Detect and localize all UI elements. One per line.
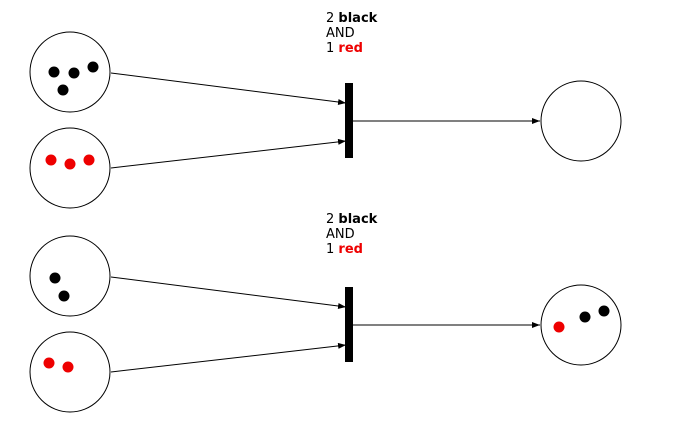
red-token [43,357,55,369]
net-1-arc-black-to-transition [110,72,347,105]
rule-count: 1 [326,242,335,257]
black-token [598,305,610,317]
rule-color-black: black [338,11,378,26]
net-2-input-place-black [29,235,111,317]
rule-color-black: black [338,212,378,227]
rule-count: 2 [326,11,335,26]
black-token [68,67,80,79]
rule-line-2: AND [326,26,355,41]
rule-count: 2 [326,212,335,227]
net-2-output-place [540,284,622,366]
rule-line-2: AND [326,227,355,242]
net-2 [29,235,622,413]
net-1-transition-bar [345,83,353,158]
rule-count: 1 [326,41,335,56]
net-2-arc-red-to-transition [110,342,347,373]
net-1-output-place [540,80,622,162]
rule-line-1: 2 black [326,11,377,26]
net-1 [29,31,622,209]
red-token [62,361,74,373]
black-token [87,61,99,73]
net-2-transition-bar [345,287,353,362]
red-token [83,154,95,166]
net-2-transition-rule: 2 black AND 1 red [326,212,377,257]
rule-line-1: 2 black [326,212,377,227]
net-1-arc-red-to-transition [110,138,347,169]
rule-color-red: red [338,41,363,56]
net-1-transition-rule: 2 black AND 1 red [326,11,377,56]
net-2-arc-black-to-transition [110,276,347,309]
rule-line-3: 1 red [326,41,377,56]
black-token [58,290,70,302]
black-token [57,84,69,96]
black-token [49,272,61,284]
red-token [64,158,76,170]
rule-line-3: 1 red [326,242,377,257]
black-token [48,66,60,78]
rule-color-red: red [338,242,363,257]
red-token [553,321,565,333]
red-token [45,154,57,166]
black-token [579,311,591,323]
